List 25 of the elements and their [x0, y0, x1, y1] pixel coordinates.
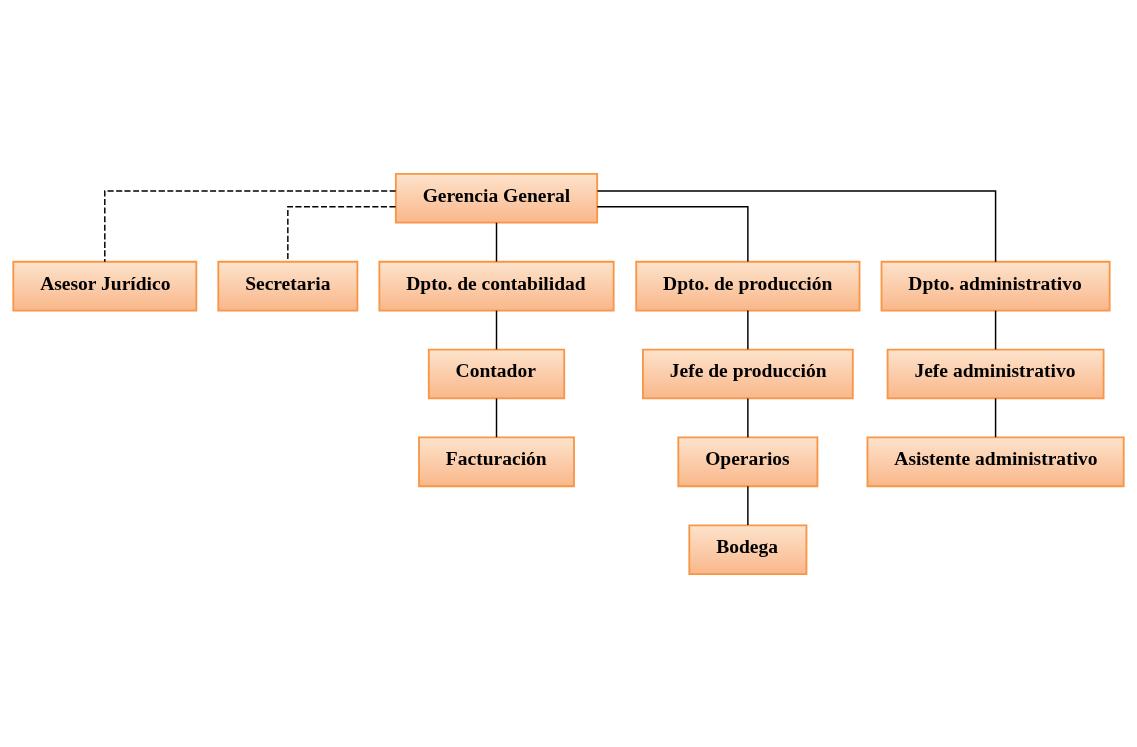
connector [104, 189, 397, 262]
node-box: Operarios [677, 436, 819, 487]
node-box: Dpto. de contabilidad [378, 260, 615, 311]
node-box: Contador [427, 348, 566, 399]
node-box: Dpto. administrativo [880, 260, 1111, 311]
connector [495, 309, 498, 350]
connector [747, 397, 749, 438]
connector [596, 189, 997, 262]
connector [495, 221, 498, 262]
connector [596, 205, 749, 262]
connector [994, 309, 997, 350]
node-box: Jefe administrativo [886, 348, 1105, 399]
node-box: Secretaria [217, 260, 359, 311]
connector [747, 309, 749, 350]
connector [747, 485, 749, 526]
node-box: Asistente administrativo [866, 436, 1125, 487]
connector [287, 205, 397, 262]
node-box: Facturación [418, 436, 575, 487]
node-box: Dpto. de producción [635, 260, 861, 311]
node-box: Asesor Jurídico [12, 260, 198, 311]
connector [994, 397, 997, 438]
node-box: Jefe de producción [642, 348, 854, 399]
node-box: Gerencia General [394, 172, 599, 224]
connector [495, 397, 498, 438]
node-box: Bodega [688, 523, 808, 575]
